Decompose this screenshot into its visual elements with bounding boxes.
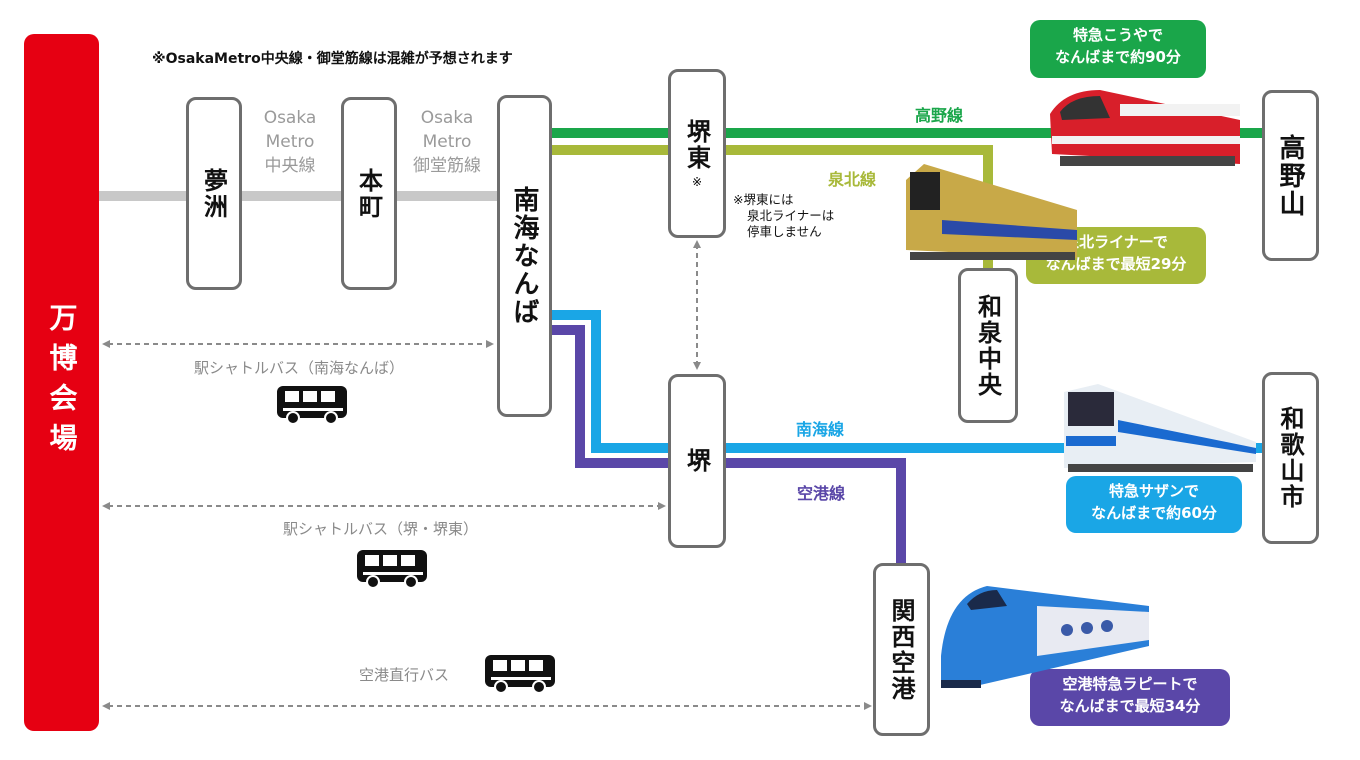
train-photo-koya [1050, 90, 1240, 166]
expo-venue: 万博会場 [24, 34, 99, 731]
station-yumeshima: 夢洲 [186, 97, 242, 290]
bus-label-namba: 駅シャトルバス（南海なんば） [194, 359, 405, 377]
bubble-koya: 特急こうやでなんばまで約90分 [1030, 20, 1206, 78]
nankai-line-label: 南海線 [796, 420, 845, 439]
train-photo-rapit [941, 586, 1149, 688]
station-namba: 南海なんば [497, 95, 552, 417]
sakaihigashi-note: ※堺東には 泉北ライナーは 停車しません [733, 192, 835, 239]
station-sakaihigashi-label: 堺東 [682, 118, 711, 171]
station-sakaihigashi: 堺東 ※ [668, 69, 726, 238]
station-sakai-label: 堺 [682, 448, 711, 474]
expo-label: 万博会場 [45, 302, 79, 463]
station-sakai: 堺 [668, 374, 726, 548]
bus-label-airport: 空港直行バス [359, 666, 450, 684]
station-namba-label: 南海なんば [509, 186, 539, 326]
koya-line-label: 高野線 [915, 106, 964, 125]
bus-icon [485, 655, 555, 694]
bus-icon [277, 386, 347, 425]
bubble-rapit: 空港特急ラピートでなんばまで最短34分 [1030, 669, 1230, 726]
station-izumichuo-label: 和泉中央 [973, 293, 1002, 398]
congestion-note: ※OsakaMetro中央線・御堂筋線は混雑が予想されます [152, 51, 513, 67]
station-kansai-airport: 関西空港 [873, 563, 930, 736]
bus-label-sakai: 駅シャトルバス（堺・堺東） [283, 520, 479, 538]
bubble-southern: 特急サザンでなんばまで約60分 [1066, 476, 1242, 533]
train-photo-senboku [906, 164, 1077, 260]
nankai-line [550, 310, 1262, 453]
station-honmachi-label: 本町 [354, 167, 383, 220]
kuko-line [550, 325, 906, 568]
station-yumeshima-label: 夢洲 [199, 167, 228, 220]
bus-icon [357, 550, 427, 589]
train-photo-southern [1064, 384, 1256, 472]
station-koyasan-label: 高野山 [1275, 133, 1305, 218]
station-honmachi: 本町 [341, 97, 397, 290]
station-wakayamashi: 和歌山市 [1262, 372, 1319, 544]
station-kansai-airport-label: 関西空港 [887, 597, 915, 702]
station-wakayamashi-label: 和歌山市 [1276, 406, 1304, 510]
station-koyasan: 高野山 [1262, 90, 1319, 261]
station-izumichuo: 和泉中央 [958, 268, 1018, 423]
senboku-line-label: 泉北線 [828, 170, 877, 189]
station-sakaihigashi-mark: ※ [691, 174, 703, 189]
kuko-line-label: 空港線 [797, 484, 846, 503]
